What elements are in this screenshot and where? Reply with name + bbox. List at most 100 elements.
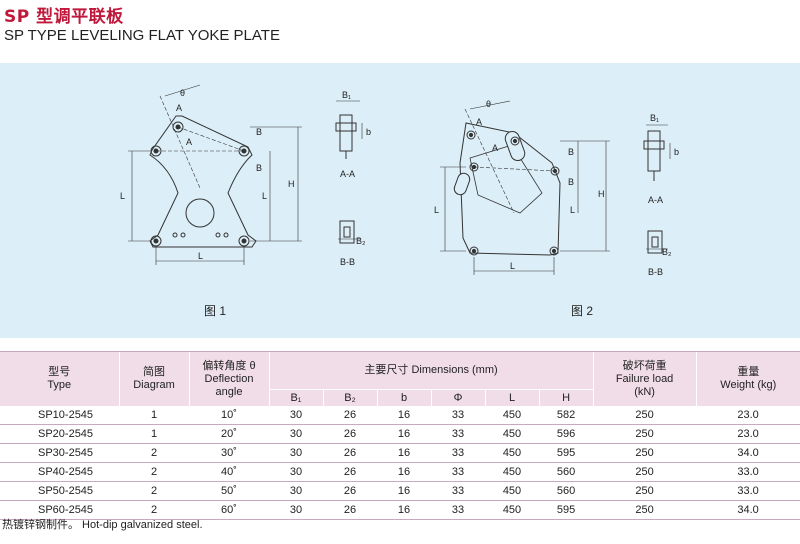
fig1-h-label: H (288, 179, 295, 189)
cell-type: SP30-2545 (0, 443, 119, 463)
fig1-theta-label: θ (180, 88, 185, 98)
cell-diagram: 2 (119, 481, 189, 501)
header-angle-en2: angle (215, 385, 243, 398)
cell-b1: 30 (269, 424, 323, 444)
cell-b1: 30 (269, 462, 323, 482)
cell-h: 560 (539, 462, 594, 482)
fig2-a-label-top: A (476, 117, 482, 127)
fig1-aa-label: A-A (340, 169, 355, 179)
fig2-bb-label: B-B (648, 267, 663, 277)
cell-weight: 33.0 (696, 481, 800, 501)
cell-type: SP60-2545 (0, 500, 119, 520)
cell-h: 582 (539, 406, 594, 425)
header-l: L (484, 389, 539, 406)
cell-b2: 26 (323, 481, 377, 501)
header-diagram-cn: 简图 (143, 366, 165, 378)
cell-h: 560 (539, 481, 594, 501)
cell-b2: 26 (323, 500, 377, 520)
diagram-panel: θ A A B B L L H L B₁ b A-A B₂ (0, 63, 800, 338)
cell-weight: 34.0 (696, 500, 800, 520)
cell-type: SP50-2545 (0, 481, 119, 501)
fig2-b-label: B (568, 177, 574, 187)
fig2-a-label: A (492, 143, 498, 153)
cell-l: 450 (485, 424, 539, 444)
cell-h: 595 (539, 500, 594, 520)
fig1-a-label: A (186, 137, 192, 147)
cell-b1: 30 (269, 500, 323, 520)
cell-load: 250 (593, 462, 697, 482)
fig1-b2-label: B₂ (356, 236, 366, 246)
cell-b2: 26 (323, 424, 377, 444)
cell-phi: 33 (431, 443, 485, 463)
header-b: b (376, 389, 431, 406)
table-row: SP10-2545 1 10˚ 30 26 16 33 450 582 250 … (0, 406, 800, 425)
table-row: SP20-2545 1 20˚ 30 26 16 33 450 596 250 … (0, 424, 800, 444)
fig2-b1-label: B₁ (650, 113, 659, 123)
fig2-b-label-top: B (568, 147, 574, 157)
cell-type: SP40-2545 (0, 462, 119, 482)
fig1-a-label-top: A (176, 103, 182, 113)
cell-diagram: 1 (119, 406, 189, 425)
header-type-en: Type (47, 379, 72, 391)
header-weight-cn: 重量 (737, 366, 760, 378)
material-note: 热镀锌钢制件。 Hot-dip galvanized steel. (2, 519, 203, 531)
cell-b: 16 (377, 406, 431, 425)
cell-type: SP20-2545 (0, 424, 119, 444)
fig2-b2-label: B₂ (662, 247, 672, 257)
header-weight: 重量 Weight (kg) (695, 352, 800, 406)
cell-type: SP10-2545 (0, 406, 119, 425)
cell-h: 595 (539, 443, 594, 463)
fig1-l-label-right: L (262, 191, 267, 201)
cell-diagram: 2 (119, 462, 189, 482)
cell-weight: 34.0 (696, 443, 800, 463)
cell-phi: 33 (431, 481, 485, 501)
fig2-b-small-label: b (674, 147, 679, 157)
figure-1-drawing (128, 84, 302, 265)
header-load-cn: 破坏荷重 (622, 359, 667, 372)
spec-table: 型号 Type 简图 Diagram 偏转角度 θ Deflection ang… (0, 352, 800, 520)
header-b2: B₂ (322, 389, 377, 406)
fig1-b-small-label: b (366, 127, 371, 137)
cell-load: 250 (593, 443, 697, 463)
cell-phi: 33 (431, 462, 485, 482)
cell-b2: 26 (323, 406, 377, 425)
cell-l: 450 (485, 443, 539, 463)
page-title-en: SP TYPE LEVELING FLAT YOKE PLATE (4, 27, 280, 44)
fig2-h-label: H (598, 189, 605, 199)
cell-angle: 30˚ (189, 443, 269, 463)
header-diagram-en: Diagram (133, 379, 175, 391)
cell-b1: 30 (269, 443, 323, 463)
header-h: H (538, 389, 594, 406)
cell-l: 450 (485, 481, 539, 501)
cell-phi: 33 (431, 406, 485, 425)
cell-angle: 60˚ (189, 500, 269, 520)
fig1-b1-label: B₁ (342, 90, 351, 100)
fig2-l-label-bottom: L (510, 261, 515, 271)
cell-h: 596 (539, 424, 594, 444)
cell-load: 250 (593, 481, 697, 501)
fig2-l-label-right: L (570, 205, 575, 215)
table-row: SP30-2545 2 30˚ 30 26 16 33 450 595 250 … (0, 443, 800, 463)
cell-angle: 50˚ (189, 481, 269, 501)
header-weight-en: Weight (kg) (720, 379, 777, 391)
fig2-section-aa (643, 124, 671, 181)
fig2-section-bb (646, 230, 668, 254)
header-load-en1: Failure load (615, 372, 674, 385)
figure-1-caption: 图 1 (204, 304, 227, 318)
table-row: SP40-2545 2 40˚ 30 26 16 33 450 560 250 … (0, 462, 800, 482)
header-diagram: 简图 Diagram (118, 352, 189, 406)
header-type-cn: 型号 (48, 366, 71, 378)
cell-load: 250 (593, 424, 697, 444)
cell-b: 16 (377, 424, 431, 444)
header-angle: 偏转角度 θ Deflection angle (188, 352, 269, 406)
cell-diagram: 1 (119, 424, 189, 444)
figure-2-caption: 图 2 (571, 304, 594, 318)
cell-phi: 33 (431, 500, 485, 520)
page-title-cn: SP 型调平联板 (4, 7, 124, 27)
header-failure-load: 破坏荷重 Failure load (kN) (592, 352, 697, 406)
header-type: 型号 Type (0, 352, 119, 406)
cell-b: 16 (377, 443, 431, 463)
technical-drawings: θ A A B B L L H L B₁ b A-A B₂ (120, 84, 679, 277)
cell-angle: 10˚ (189, 406, 269, 425)
cell-angle: 20˚ (189, 424, 269, 444)
